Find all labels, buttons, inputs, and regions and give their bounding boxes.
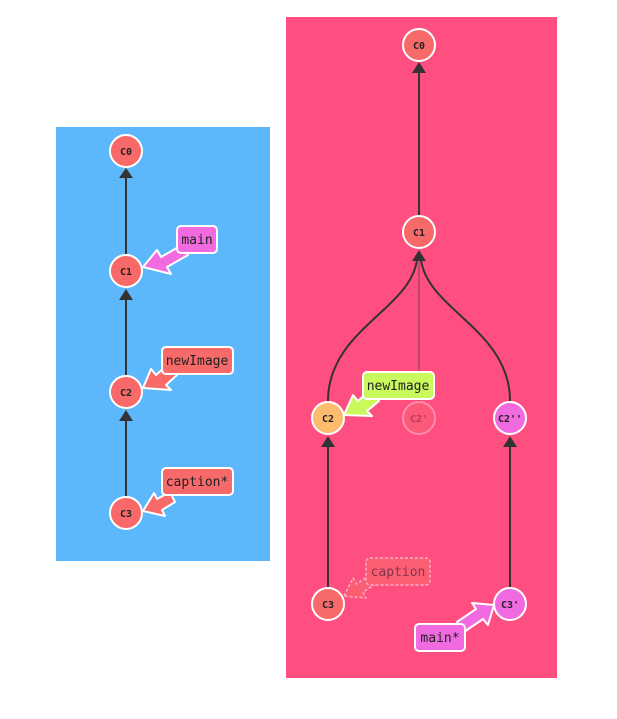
branch-caption-ghost-box [365, 557, 431, 586]
branch-newImage-box [161, 346, 234, 375]
branch-main-before[interactable]: main [142, 225, 218, 275]
branch-caption-before[interactable]: caption* [142, 467, 234, 517]
commit-c1[interactable]: C1 [109, 254, 143, 288]
arrow-c2-c1 [119, 289, 133, 300]
commit-c0[interactable]: C0 [109, 134, 143, 168]
commit-c3-prime-label: C3' [501, 600, 519, 611]
branch-newImage-before[interactable]: newImage [142, 346, 234, 391]
arrow-c3-c2 [119, 410, 133, 421]
commit-c2-after-label: C2 [322, 414, 334, 425]
commit-c3-after[interactable]: C3 [311, 587, 345, 621]
branch-caption-ghost-label: caption [371, 565, 426, 580]
commit-c2-double-prime[interactable]: C2'' [493, 401, 527, 435]
panel-before: C0 C1 C2 C3 main [56, 127, 270, 561]
arrow-c1-c0 [412, 62, 426, 73]
commit-c2-prime-ghost: C2' [402, 401, 436, 435]
branch-main-after-box [414, 623, 466, 652]
commit-c2-prime-ghost-label: C2' [410, 414, 428, 425]
branch-main-box [176, 225, 218, 254]
arrow-c3-c2 [321, 436, 335, 447]
branch-newImage-after-box [362, 371, 435, 400]
branch-caption-ghost: caption [343, 557, 431, 599]
edges-before [119, 168, 133, 496]
commit-c3-after-label: C3 [322, 600, 334, 611]
commit-c3-label: C3 [120, 509, 132, 520]
commit-c1-after[interactable]: C1 [402, 215, 436, 249]
commit-c3-prime[interactable]: C3' [493, 587, 527, 621]
branch-newImage-after[interactable]: newImage [343, 371, 435, 417]
panel-after: C0 C1 C2 C2' C2'' C3 [286, 17, 557, 678]
branch-main-after[interactable]: main* [414, 602, 495, 652]
branch-caption-arrow [142, 491, 176, 517]
commit-c2-double-prime-label: C2'' [498, 414, 522, 425]
commit-c0-after[interactable]: C0 [402, 28, 436, 62]
commit-c2-after[interactable]: C2 [311, 401, 345, 435]
commit-c2[interactable]: C2 [109, 375, 143, 409]
commit-c0-after-label: C0 [413, 41, 425, 52]
commit-c3[interactable]: C3 [109, 496, 143, 530]
branch-newImage-after-label: newImage [367, 379, 430, 394]
arrow-into-c1 [412, 250, 426, 261]
branch-caption-label: caption* [166, 475, 229, 490]
edges-after [321, 62, 517, 587]
edge-c2-c1 [327, 259, 418, 402]
edge-c2doubleprime-c1 [420, 259, 511, 402]
commit-c1-label: C1 [120, 267, 132, 278]
branch-main-label: main [181, 233, 212, 248]
commit-c1-after-label: C1 [413, 228, 425, 239]
arrow-c1-c0 [119, 168, 133, 178]
branch-newImage-label: newImage [166, 354, 229, 369]
branch-caption-box [161, 467, 234, 496]
branch-main-after-label: main* [420, 631, 459, 646]
commit-c0-label: C0 [120, 147, 132, 158]
arrow-c3prime-c2doubleprime [503, 436, 517, 447]
commit-c2-label: C2 [120, 388, 132, 399]
